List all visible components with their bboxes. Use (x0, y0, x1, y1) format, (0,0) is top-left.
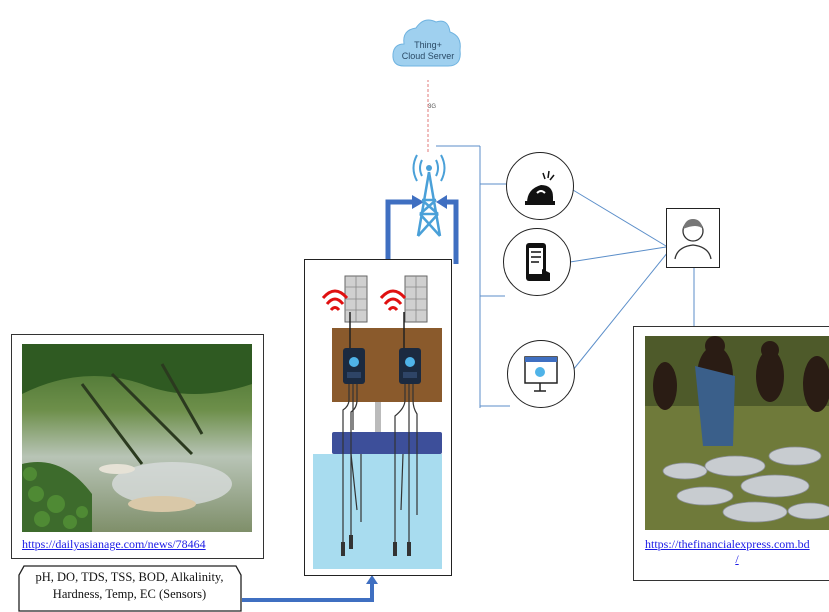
solar-panel-right-icon (404, 275, 428, 323)
sensor-probes (342, 384, 418, 542)
sensors-box-outline (18, 565, 242, 612)
smartphone-icon (526, 243, 550, 281)
fish-source-link[interactable]: https://thefinancialexpress.com.bd / (645, 537, 829, 567)
cloud-line2: Cloud Server (401, 51, 455, 61)
sensor-node-right-icon (399, 348, 421, 384)
wifi-left-icon (321, 289, 349, 312)
user-box (666, 208, 720, 268)
line-circle3-user (572, 251, 669, 371)
sensor-node-left-icon (343, 348, 365, 384)
wifi-right-icon (379, 289, 407, 312)
sensors-line1: pH, DO, TDS, TSS, BOD, Alkalinity, (35, 570, 224, 584)
sensors-line2: Hardness, Temp, EC (Sensors) (52, 587, 207, 601)
fish-link-line2: / (735, 552, 739, 566)
line-circle2-user (569, 246, 667, 263)
pond-source-link[interactable]: https://dailyasianage.com/news/78464 (22, 537, 206, 551)
sensors-label: pH, DO, TDS, TSS, BOD, Alkalinity, Hardn… (18, 565, 241, 612)
sensor-to-device-arrow (242, 582, 374, 602)
3g-label: 3G (428, 104, 437, 110)
mobile-app-circle[interactable] (503, 228, 571, 296)
web-dashboard-circle[interactable] (507, 340, 575, 408)
solar-panel-left-icon (344, 275, 368, 323)
device-to-tower-arrow-right (446, 199, 459, 264)
tower-icon (412, 154, 446, 237)
fish-link-line1: https://thefinancialexpress.com.bd (645, 537, 810, 551)
device-to-tower-arrow-left (385, 199, 412, 264)
cloud-server-label: Thing+ Cloud Server (395, 40, 461, 62)
cloud-icon (392, 19, 461, 67)
alarm-app-circle[interactable] (506, 152, 574, 220)
user-icon (674, 219, 712, 260)
polluted-pond-photo (22, 344, 252, 532)
monitoring-device-illustration (313, 275, 442, 569)
siren-hand-icon (525, 170, 555, 205)
web-dashboard-icon (524, 356, 558, 392)
cloud-line1: Thing+ (414, 40, 442, 50)
line-circle1-user (572, 189, 667, 247)
dead-fish-photo (645, 336, 829, 530)
